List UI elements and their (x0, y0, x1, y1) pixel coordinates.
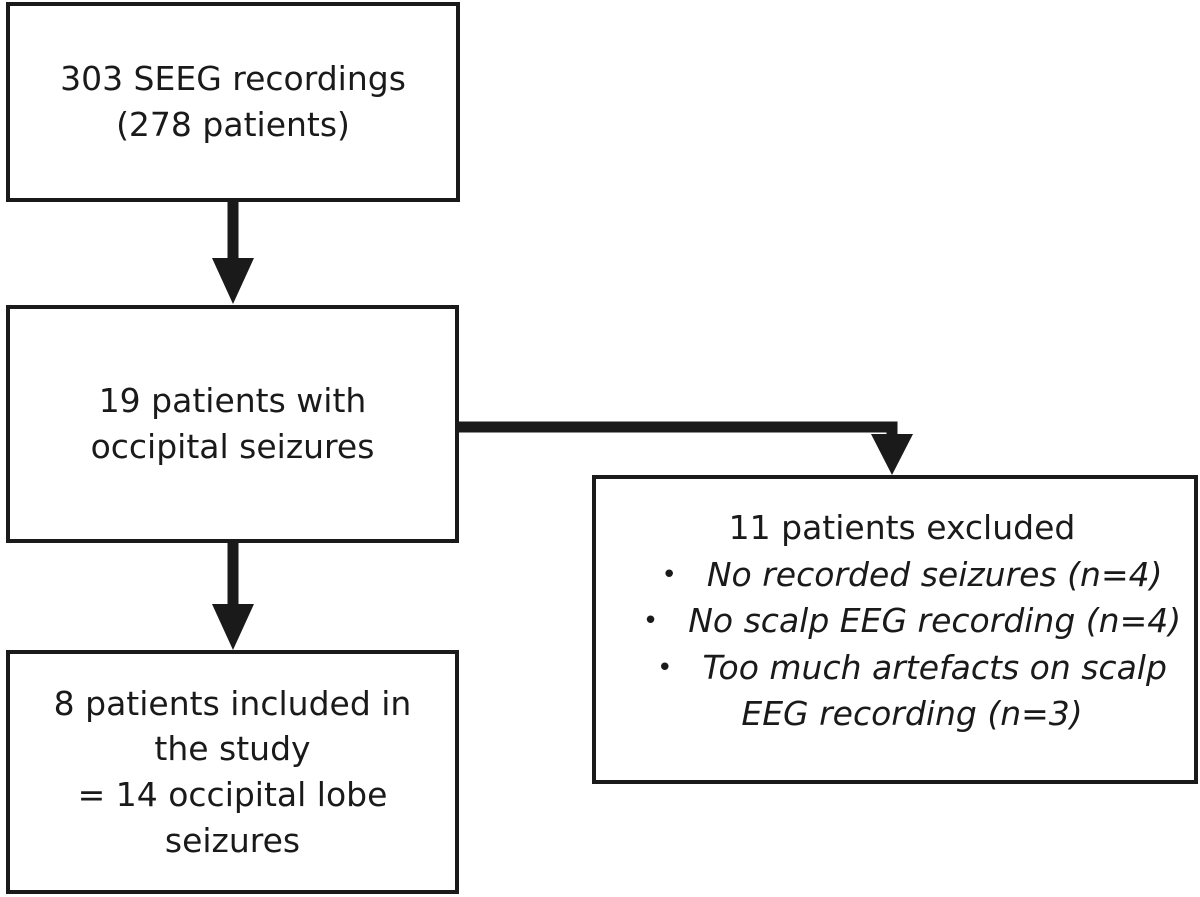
recordings-count-text: 303 SEEG recordings (60, 59, 406, 99)
exclusion-reason-item: • No recorded seizures (n=4) (596, 552, 1194, 599)
excluded-patients-box: 11 patients excluded • No recorded seizur… (592, 475, 1198, 784)
arrow-down-icon (212, 543, 254, 650)
occipital-patients-line2: occipital seizures (90, 427, 375, 466)
included-patients-box: 8 patients included in the study = 14 oc… (6, 650, 459, 894)
bullet-icon: • (657, 652, 673, 683)
occipital-patients-line1: 19 patients with (98, 381, 367, 421)
exclusion-reasons-list: • No recorded seizures (n=4) • No scalp EE… (596, 552, 1194, 738)
seeg-recordings-box: 303 SEEG recordings (278 patients) (6, 2, 460, 202)
exclusion-reason-continuation: EEG recording (n=3) (741, 694, 1083, 734)
arrow-elbow-right-icon (459, 421, 913, 475)
excluded-title: 11 patients excluded (728, 508, 1076, 547)
occipital-seizure-patients-box: 19 patients with occipital seizures (6, 305, 459, 543)
arrow-down-icon (212, 202, 254, 304)
exclusion-reason-text: Too much artefacts on scalp (702, 647, 1167, 687)
exclusion-reason-text: No recorded seizures (n=4) (706, 554, 1163, 594)
included-line1: 8 patients included in (53, 683, 412, 723)
included-line2: the study (154, 729, 311, 769)
exclusion-reason-item: • No scalp EEG recording (n=4) (596, 598, 1194, 645)
bullet-icon: • (642, 606, 659, 637)
bullet-icon: • (661, 559, 677, 590)
included-line4: seizures (164, 820, 301, 860)
included-line3: = 14 occipital lobe (77, 775, 388, 814)
exclusion-reason-item: • Too much artefacts on scalp EEG recordi… (596, 645, 1194, 738)
exclusion-reason-text: No scalp EEG recording (n=4) (688, 601, 1182, 641)
patients-count-text: (278 patients) (116, 105, 350, 144)
